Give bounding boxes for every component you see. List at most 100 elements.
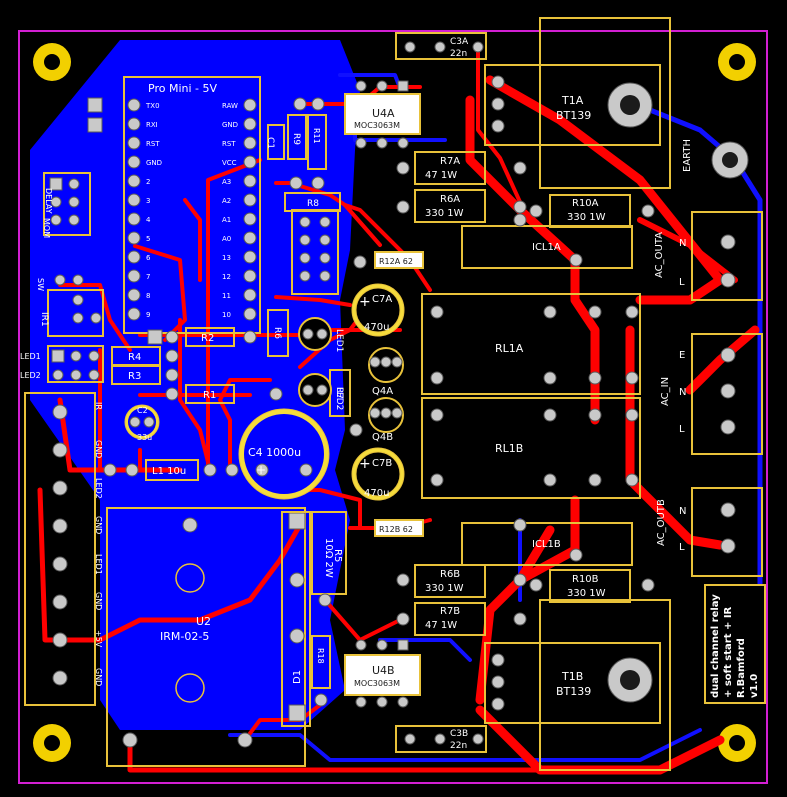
ac-outa-label: AC_OUTA xyxy=(654,232,665,278)
sw-header: SW xyxy=(36,97,103,291)
c3b-value: 22n xyxy=(450,741,467,751)
pro-mini-pad xyxy=(127,231,141,245)
c7a-value: 470u xyxy=(364,322,389,333)
r6-label: R6 xyxy=(272,327,282,339)
l1-label: L1 10u xyxy=(152,466,186,477)
c7a-capacitor: + C7A 470u xyxy=(351,255,405,337)
r5-resistor: R5 10Ω 2W xyxy=(288,511,347,644)
ac-outa-l: L xyxy=(679,277,685,288)
q4a-label: Q4A xyxy=(372,386,393,397)
led1: LED1 xyxy=(298,317,344,352)
terminal-label: GND xyxy=(94,516,103,534)
c7b-label: C7B xyxy=(372,458,392,469)
r1-resistor: R1 xyxy=(165,384,283,404)
pro-mini-pin-label: VCC xyxy=(222,159,237,167)
pro-mini-pin-label: A0 xyxy=(222,235,231,243)
mounting-holes xyxy=(33,43,756,762)
ac-in-label: AC_IN xyxy=(660,377,671,406)
terminal-label: IR xyxy=(94,402,103,410)
r9-label: R9 xyxy=(291,133,301,145)
terminal-pad xyxy=(52,670,68,686)
r7a-value: 47 1W xyxy=(425,170,457,181)
terminal-pad xyxy=(52,518,68,534)
pro-mini-pad xyxy=(127,269,141,283)
r7a-resistor: R7A 47 1W xyxy=(396,151,527,185)
pro-mini-pin-label: A2 xyxy=(222,197,231,205)
terminal-label: GND xyxy=(94,668,103,686)
pro-mini-pad xyxy=(243,98,257,112)
r11-resistor: R11 xyxy=(293,97,327,170)
pro-mini-label: Pro Mini - 5V xyxy=(148,82,217,95)
r7b-value: 47 1W xyxy=(425,620,457,631)
q4a-transistor: Q4A xyxy=(368,347,404,397)
t1b-part: BT139 xyxy=(556,685,591,698)
board-info-line: + soft start + IR xyxy=(723,606,734,698)
t1a-label: T1A xyxy=(561,94,584,107)
pro-mini-pad xyxy=(127,174,141,188)
t1b-label: T1B xyxy=(561,670,583,683)
c3b-label: C3B xyxy=(450,729,468,739)
c3b-capacitor: C3B 22n xyxy=(395,725,487,753)
r7-label: R7 xyxy=(334,387,344,399)
ac-outa-n: N xyxy=(679,238,686,249)
pro-mini-pin-label: RXI xyxy=(146,121,158,129)
pro-mini-pad xyxy=(243,269,257,283)
pro-mini-pad xyxy=(127,117,141,131)
rl1a-relay: RL1A xyxy=(421,293,641,395)
rl1a-label: RL1A xyxy=(495,342,524,355)
c1-capacitor: C1 xyxy=(265,124,285,160)
ir1-label: IR1 xyxy=(39,312,49,327)
terminal-pad xyxy=(52,632,68,648)
r4-label: R4 xyxy=(128,352,141,363)
r2-resistor: R2 xyxy=(147,327,257,347)
d1-label: D1 xyxy=(292,670,303,684)
r11-label: R11 xyxy=(312,128,321,144)
r8-resistor: R8 xyxy=(284,176,341,212)
delay-mom-header: DELAY MOM xyxy=(42,172,91,238)
r6b-resistor: R6B 330 1W xyxy=(396,564,527,598)
t1a-triac: T1A BT139 xyxy=(484,17,671,189)
delay-label: DELAY xyxy=(44,188,53,214)
pro-mini-pin-label: 13 xyxy=(222,254,231,262)
c7a-label: C7A xyxy=(372,294,392,305)
pro-mini-pad xyxy=(127,155,141,169)
pro-mini-pin-label: 12 xyxy=(222,273,231,281)
led1-label: LED1 xyxy=(334,329,344,352)
pro-mini-pin-label: 11 xyxy=(222,292,231,300)
r10a-label: R10A xyxy=(572,198,599,209)
c7a-plus: + xyxy=(359,294,371,310)
pro-mini-pad xyxy=(243,212,257,226)
c2-value: 33u xyxy=(137,433,152,442)
r6b-label: R6B xyxy=(440,569,460,580)
r5-label: R5 xyxy=(332,549,343,562)
u4a-label: U4A xyxy=(372,107,395,120)
rl1b-label: RL1B xyxy=(495,442,523,455)
header-2x5 xyxy=(291,209,339,295)
u4b-optocoupler: U4B MOC3063M xyxy=(344,639,421,708)
pro-mini-pad xyxy=(127,250,141,264)
pro-mini-pad xyxy=(127,193,141,207)
r10a-resistor: R10A 330 1W xyxy=(529,194,655,228)
r3-resistor: R3 xyxy=(111,365,179,385)
pro-mini-pad xyxy=(127,212,141,226)
terminal-label: +5V xyxy=(94,630,103,648)
r3-label: R3 xyxy=(128,371,141,382)
led2: LED2 xyxy=(298,373,344,410)
led2-label: LED2 xyxy=(334,387,344,410)
terminal-pad xyxy=(52,480,68,496)
r12a-label: R12A 62 xyxy=(379,257,413,266)
u4b-label: U4B xyxy=(372,664,395,677)
pro-mini-pad xyxy=(243,307,257,321)
rl1b-relay: RL1B xyxy=(421,397,641,499)
terminal-pad xyxy=(52,556,68,572)
r2-label: R2 xyxy=(201,333,214,344)
pro-mini-pin-label: TX0 xyxy=(145,102,160,110)
pro-mini-pin-label: RAW xyxy=(222,102,238,110)
terminal-pad xyxy=(52,404,68,420)
